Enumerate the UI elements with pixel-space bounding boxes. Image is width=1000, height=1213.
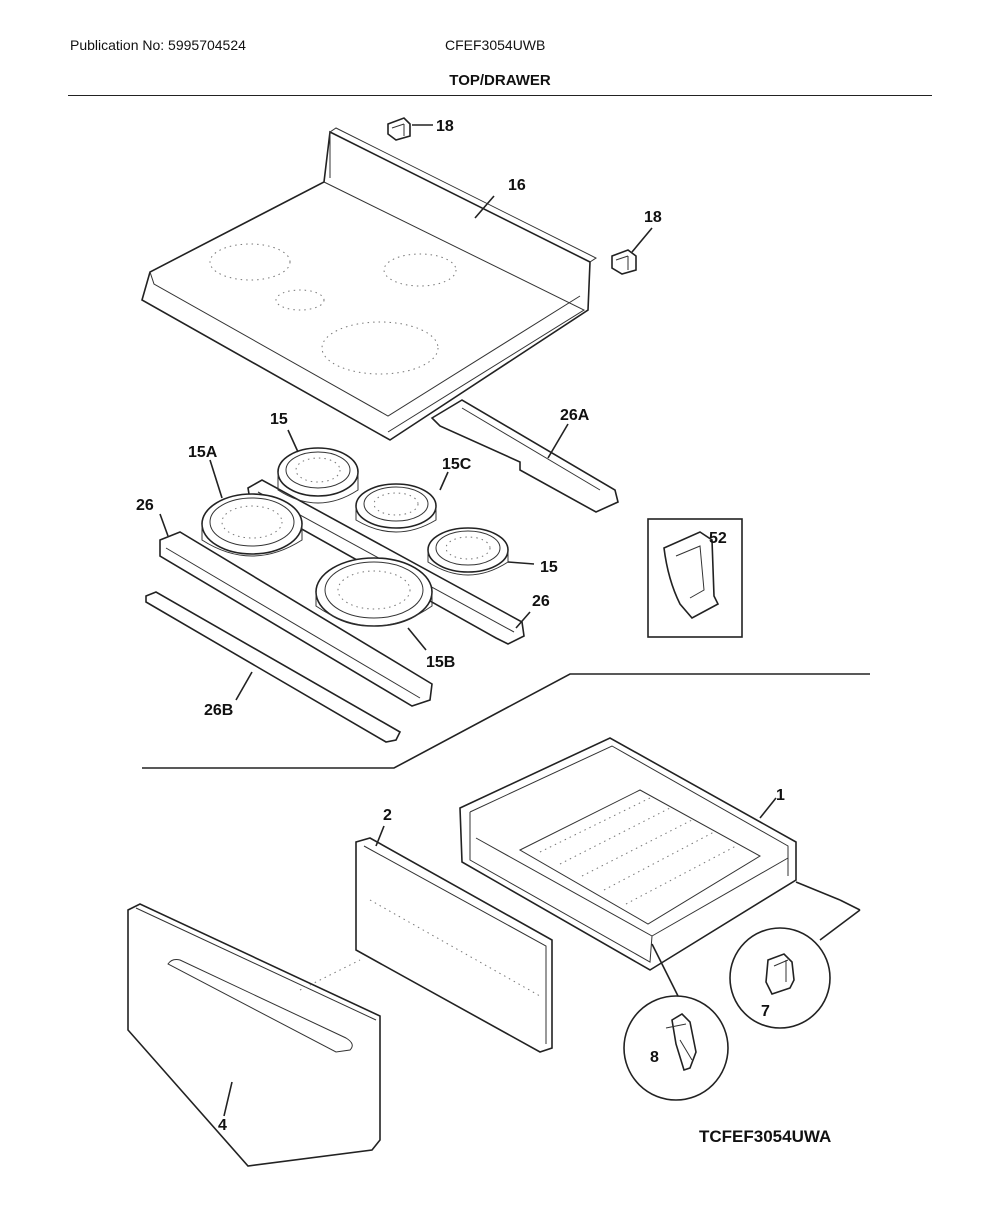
part-26B-trim-strip — [145, 591, 402, 743]
drawing-code: TCFEF3054UWA — [699, 1127, 832, 1146]
callout-1: 1 — [776, 787, 785, 804]
callout-18-side: 18 — [644, 209, 662, 226]
callout-2: 2 — [383, 807, 392, 824]
part-15-right-burner — [427, 527, 535, 576]
part-15B-front-large-burner — [315, 557, 433, 651]
part-8-detail-circle — [623, 995, 729, 1101]
callout-7: 7 — [761, 1003, 770, 1020]
part-16-cooktop — [141, 127, 597, 441]
callout-15A: 15A — [188, 444, 218, 461]
callout-26B: 26B — [204, 702, 233, 719]
section-separator — [142, 673, 870, 769]
callout-26-rear: 26 — [532, 593, 550, 610]
part-4-drawer-front — [127, 903, 381, 1167]
callout-8: 8 — [650, 1049, 659, 1066]
section-title: TOP/DRAWER — [449, 72, 551, 89]
model-number: CFEF3054UWB — [445, 37, 546, 53]
part-18-top-clip — [387, 117, 433, 141]
callout-15C: 15C — [442, 456, 472, 473]
callout-52: 52 — [709, 530, 727, 547]
part-18-side-clip — [611, 227, 653, 275]
part-15C-center-burner — [355, 471, 449, 533]
callout-26A: 26A — [560, 407, 590, 424]
part-1-drawer-body — [459, 737, 861, 1001]
callout-15B: 15B — [426, 654, 455, 671]
part-2-inner-panel — [355, 825, 553, 1053]
part-15A-left-large-burner — [201, 459, 303, 557]
part-7-detail-circle — [729, 927, 831, 1029]
callout-4: 4 — [218, 1117, 227, 1134]
header-rule — [68, 95, 932, 96]
part-15-rear-left-burner — [277, 429, 359, 504]
callout-15-rear: 15 — [270, 411, 288, 428]
callout-15-right: 15 — [540, 559, 558, 576]
part-52-inset-box — [647, 518, 743, 638]
callout-26-front: 26 — [136, 497, 154, 514]
part-26A-bracket — [430, 399, 619, 513]
part-26-front-bar — [159, 513, 433, 707]
publication-number: Publication No: 5995704524 — [70, 37, 246, 53]
callout-16: 16 — [508, 177, 526, 194]
callout-18-top: 18 — [436, 118, 454, 135]
